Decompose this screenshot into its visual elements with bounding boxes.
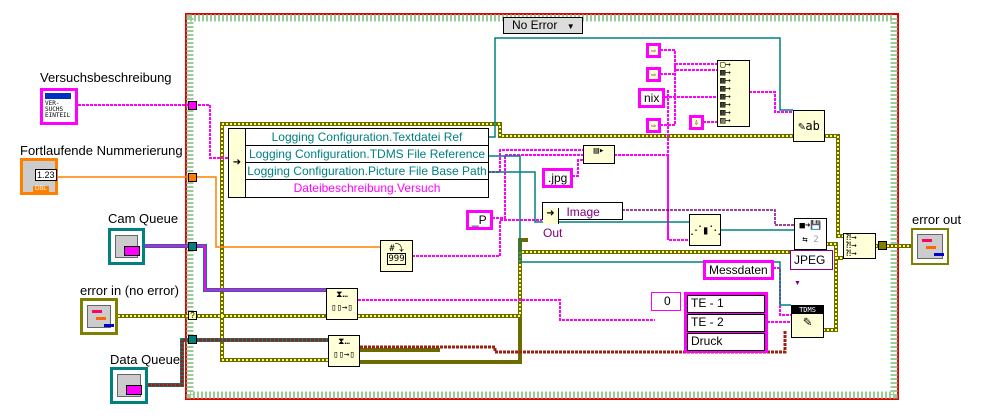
channel-item: TE - 1 xyxy=(687,295,765,313)
case-selector[interactable]: No Error ▼ xyxy=(503,17,583,34)
index-value: 0 xyxy=(664,294,671,308)
channel-array-constant[interactable]: TE - 1 TE - 2 Druck xyxy=(684,292,768,353)
p-constant[interactable]: _P xyxy=(466,210,493,230)
cluster-icon xyxy=(45,93,71,99)
dbl-type: DBL xyxy=(33,186,49,192)
channel-item: Druck xyxy=(687,333,765,351)
format-text: 999 xyxy=(387,253,406,265)
unbundle-item: Logging Configuration.TDMS File Referenc… xyxy=(246,146,488,163)
messdaten-constant[interactable]: Messdaten xyxy=(703,260,774,280)
queue-tunnel xyxy=(188,242,197,251)
save-count: 2 xyxy=(813,235,819,245)
case-structure-border xyxy=(185,13,899,400)
unbundle-arrow-icon: ➜ xyxy=(229,129,246,197)
tdms-write-node[interactable]: TDMS ✎ xyxy=(791,305,824,338)
chevron-down-icon: ▼ xyxy=(566,22,575,31)
format-dropdown[interactable]: JPEG ▼ xyxy=(790,250,833,287)
cam-queue-control[interactable] xyxy=(108,228,145,265)
jpg-constant[interactable]: .jpg xyxy=(542,168,574,188)
nix-constant[interactable]: nix xyxy=(638,88,666,108)
constant-down-arrow-icon[interactable]: ⇩ xyxy=(689,115,704,130)
concatenate-strings-node[interactable]: ▢→▩→▩→▩→▩→▩→▩→▨→ xyxy=(717,60,750,127)
constant-arrow-icon[interactable]: ⇨ xyxy=(646,67,661,82)
merge-errors-node[interactable]: ⁈→⁈→⁈→ xyxy=(843,233,876,259)
error-out-tunnel xyxy=(878,241,887,250)
format-value: JPEG xyxy=(794,253,826,267)
nummerierung-label: Fortlaufende Nummerierung xyxy=(20,143,183,158)
data-queue-control[interactable] xyxy=(110,367,148,404)
queue-icon xyxy=(117,374,142,397)
error-out-label: error out xyxy=(912,212,962,227)
cam-queue-label: Cam Queue xyxy=(108,211,179,226)
constant-arrow-icon[interactable]: ⇨ xyxy=(646,43,661,58)
number-to-string-node[interactable]: #⤵999 xyxy=(380,240,413,272)
nummerierung-control[interactable]: 1.23 DBL xyxy=(20,158,58,195)
chevron-down-icon: ▼ xyxy=(794,280,801,287)
queue-icon xyxy=(115,235,140,258)
string-tunnel xyxy=(188,101,197,110)
split-node[interactable]: ⋰▮⋱ xyxy=(689,214,721,246)
error-in-label: error in (no error) xyxy=(80,283,179,298)
build-path-node[interactable]: ▤▸ xyxy=(583,145,615,164)
dequeue-element-node[interactable]: ⧗…▯▯→▯ xyxy=(328,335,360,367)
unbundle-item: Logging Configuration.Textdatei Ref xyxy=(246,129,488,146)
case-selector-value: No Error xyxy=(512,18,558,32)
write-text-file-node[interactable]: ✎ab xyxy=(793,110,825,142)
error-in-control[interactable] xyxy=(80,298,118,335)
constant-arrow-icon[interactable]: ⇨ xyxy=(646,118,661,133)
queue-tunnel xyxy=(188,335,197,344)
unbundle-by-name[interactable]: ➜ Logging Configuration.Textdatei Ref Lo… xyxy=(228,128,489,198)
tdms-label: TDMS xyxy=(792,306,823,314)
numeric-value: 1.23 xyxy=(35,169,57,181)
pencil-icon: ✎ xyxy=(803,314,812,330)
save-image-node[interactable]: ■➜💾⇆ 2 xyxy=(794,218,827,250)
index-constant[interactable]: 0 xyxy=(651,292,681,311)
unbundle-item: Logging Configuration.Picture File Base … xyxy=(246,164,488,180)
numeric-tunnel xyxy=(188,173,197,182)
image-out-unbundle[interactable]: ➜ Image Out xyxy=(542,202,623,240)
image-out-label: Image Out xyxy=(543,205,600,240)
unbundle-arrow-icon: ➜ xyxy=(543,208,559,224)
dequeue-element-node[interactable]: ⧗…▯▯→▯ xyxy=(326,288,358,320)
data-queue-label: Data Queue xyxy=(110,352,181,367)
error-out-indicator[interactable] xyxy=(911,228,949,265)
unbundle-item: Dateibeschreibung.Versuch xyxy=(293,181,441,195)
error-selector-tunnel: ? xyxy=(188,311,197,320)
versuchsbeschreibung-label: Versuchsbeschreibung xyxy=(40,70,172,85)
error-cluster-icon xyxy=(917,234,944,259)
channel-item: TE - 2 xyxy=(687,314,765,332)
error-cluster-icon xyxy=(87,305,114,328)
